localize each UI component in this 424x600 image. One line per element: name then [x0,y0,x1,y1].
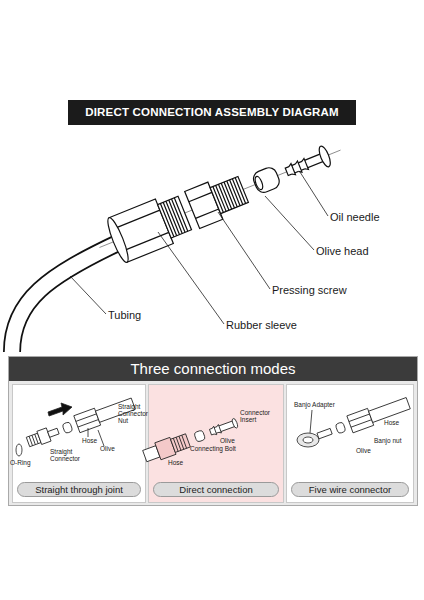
needle-barbs [288,158,308,175]
small-part-label: Olive [356,448,378,455]
leader-lines [70,172,328,324]
screw-facet [196,209,219,218]
part-label: Oil needle [330,212,410,224]
panel-heading: Three connection modes [9,357,417,381]
leader-line [300,172,328,216]
small-part-label: Olive [100,446,122,453]
screw-hex [185,182,223,228]
leader-line [218,212,270,289]
part-label: Olive head [316,246,396,258]
thread-lines [160,198,187,237]
part-label: Tubing [108,310,168,322]
mode-caption: Direct connection [153,482,279,497]
mode-caption: Five wire connector [291,482,409,497]
screw-facet [189,192,212,201]
part-label: Pressing screw [272,285,372,297]
small-part-label: Banjo Adapter [294,402,344,409]
olive-head-drawing [251,165,281,194]
rubber-sleeve-drawing [104,191,193,264]
olive-body [251,165,281,194]
pressing-screw-drawing [185,171,251,229]
thread-lines [213,178,246,213]
oil-needle-drawing [283,145,333,182]
small-part-label: Hose [82,438,102,445]
leader-line [265,196,314,250]
sleeve-facet [122,232,168,251]
leader-line [158,232,224,324]
mode-caption: Straight through joint [17,482,141,497]
modes-panel: Three connection modesStraight through j… [8,356,418,506]
small-part-label: Straight Connector Nut [118,404,146,424]
screw-thread [210,176,248,213]
olive-hole [254,175,265,190]
small-part-label: Hose [168,460,190,467]
leader-line [70,276,106,314]
sleeve-thread [158,196,192,238]
part-label: Rubber sleeve [226,320,321,332]
small-part-label: Straight Connector [50,449,84,463]
sleeve-body [109,199,173,262]
small-part-label: O-Ring [10,460,40,467]
small-part-label: Connecting Bolt [190,446,240,453]
sleeve-end [104,216,131,264]
title-banner: DIRECT CONNECTION ASSEMBLY DIAGRAM [68,100,356,125]
assembly-parts [90,128,349,270]
needle-shaft [285,153,325,175]
tube-outline [12,242,120,352]
small-part-label: Olive [220,438,242,445]
mode-box: Straight through joint [12,384,146,503]
small-part-label: Banjo nut [374,438,410,445]
tube-fill [12,242,120,352]
needle-flange [317,145,333,168]
tubing-drawing [12,242,120,352]
small-part-label: Hose [384,420,408,427]
sleeve-facet [114,210,160,229]
mode-box: Direct connection [148,384,284,503]
small-part-label: Connector Insert [240,410,274,424]
axis-line [99,150,340,247]
